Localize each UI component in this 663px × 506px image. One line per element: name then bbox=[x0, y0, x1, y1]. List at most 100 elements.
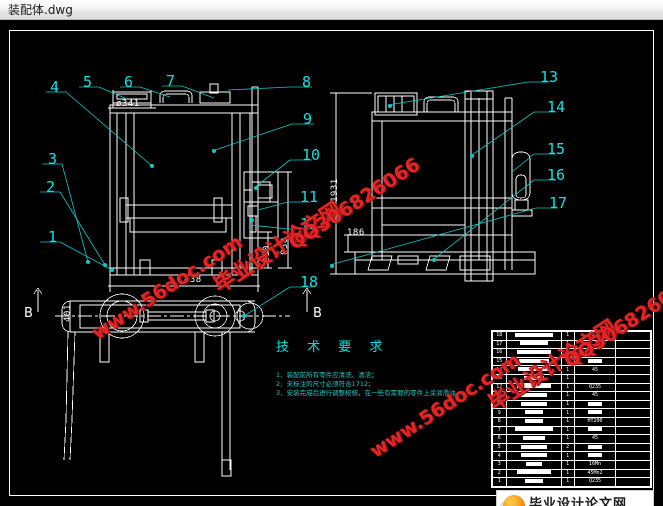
bom-item-remark bbox=[615, 451, 651, 461]
bom-item-material: Q235 bbox=[573, 382, 617, 393]
callout-1: 1 bbox=[48, 228, 58, 246]
bom-item-name bbox=[505, 468, 562, 479]
bom-item-quantity: 1 bbox=[560, 451, 575, 461]
bom-item-material: 45 bbox=[573, 434, 617, 444]
bom-item-number: 8 bbox=[492, 416, 507, 427]
bom-item-quantity: 1 bbox=[560, 416, 575, 427]
callout-11: 11 bbox=[300, 188, 319, 206]
callout-10: 10 bbox=[302, 146, 321, 164]
site-logo: 毕业设计论文网 www.56doc.com bbox=[496, 490, 654, 506]
bom-item-remark bbox=[615, 391, 651, 401]
drawing-linework bbox=[33, 81, 558, 477]
bom-item-quantity: 1 bbox=[560, 434, 575, 444]
bom-item-name bbox=[505, 434, 562, 444]
bom-item-material bbox=[573, 373, 617, 384]
redacted-name-block bbox=[516, 384, 551, 389]
bom-item-remark bbox=[615, 459, 651, 470]
bom-item-material bbox=[573, 425, 617, 436]
bom-item-remark bbox=[615, 356, 651, 367]
bom-item-name bbox=[505, 408, 562, 418]
callout-5: 5 bbox=[83, 73, 93, 91]
redacted-material-block bbox=[588, 410, 603, 415]
bom-item-remark bbox=[615, 425, 651, 436]
dimension-text: ø341 bbox=[116, 99, 140, 109]
bom-item-number: 7 bbox=[492, 425, 507, 436]
technical-requirement-line: 3、安装完成后进行调整校核，在一些有需要的零件上涂润滑油。 bbox=[276, 389, 463, 397]
bom-item-quantity: 2 bbox=[560, 442, 575, 453]
bom-item-material: Q235 bbox=[573, 477, 617, 487]
bom-item-quantity: 1 bbox=[560, 373, 575, 384]
bom-item-quantity: 1 bbox=[560, 459, 575, 470]
callout-2: 2 bbox=[46, 178, 56, 196]
redacted-name-block bbox=[514, 332, 553, 337]
callout-17: 17 bbox=[549, 194, 568, 212]
bom-item-quantity: 1 bbox=[560, 391, 575, 401]
redacted-name-block bbox=[525, 461, 542, 466]
window-title: 装配体.dwg bbox=[8, 3, 73, 17]
section-mark: B bbox=[313, 306, 322, 321]
bom-item-material bbox=[573, 451, 617, 461]
callout-3: 3 bbox=[48, 150, 58, 168]
bom-item-name bbox=[505, 477, 562, 487]
bom-item-name bbox=[505, 442, 562, 453]
window-title-bar: 装配体.dwg bbox=[0, 0, 663, 20]
bom-item-remark bbox=[615, 477, 651, 487]
orange-icon bbox=[503, 495, 525, 506]
bom-item-quantity: 1 bbox=[560, 468, 575, 479]
redacted-name-block bbox=[516, 349, 551, 354]
drawing-sheet-border bbox=[9, 30, 654, 496]
bom-item-remark bbox=[615, 434, 651, 444]
technical-requirement-line: 2、未标注的尺寸必须符合1712； bbox=[276, 380, 375, 388]
bom-item-name bbox=[505, 331, 562, 341]
bom-item-name bbox=[505, 459, 562, 470]
bom-item-material bbox=[573, 408, 617, 418]
redacted-material-block bbox=[588, 401, 603, 406]
bom-item-number: 4 bbox=[492, 451, 507, 461]
dimension-text: 1838 bbox=[178, 275, 202, 285]
redacted-name-block bbox=[518, 358, 549, 363]
redacted-name-block bbox=[522, 435, 545, 440]
bom-item-name bbox=[505, 416, 562, 427]
bom-item-quantity: 1 bbox=[560, 477, 575, 487]
technical-requirements-list: 1、装配前所有零件应清洗、清洁；2、未标注的尺寸必须符合1712；3、安装完成后… bbox=[276, 371, 462, 398]
bom-item-remark bbox=[615, 442, 651, 453]
callout-4: 4 bbox=[50, 78, 60, 96]
bom-item-name bbox=[505, 451, 562, 461]
bom-item-remark bbox=[615, 382, 651, 393]
bom-item-material: 16Mn bbox=[573, 459, 617, 470]
redacted-name-block bbox=[516, 470, 551, 475]
redacted-material-block bbox=[588, 453, 603, 458]
technical-requirement-line: 1、装配前所有零件应清洗、清洁； bbox=[276, 371, 378, 379]
dimension-text: 401 bbox=[63, 304, 73, 322]
redacted-material-block bbox=[588, 444, 603, 449]
logo-chinese-text: 毕业设计论文网 bbox=[529, 497, 628, 506]
callout-13: 13 bbox=[540, 68, 559, 86]
redacted-material-block bbox=[588, 358, 603, 363]
bom-item-material: 45 bbox=[573, 365, 617, 375]
redacted-name-block bbox=[523, 375, 544, 380]
bom-item-material bbox=[573, 442, 617, 453]
bom-item-number: 3 bbox=[492, 459, 507, 470]
bom-item-material bbox=[573, 399, 617, 410]
redacted-name-block bbox=[520, 401, 547, 406]
callout-8: 8 bbox=[302, 73, 312, 91]
bom-item-remark bbox=[615, 399, 651, 410]
bom-item-name bbox=[505, 425, 562, 436]
redacted-material-block bbox=[588, 427, 603, 432]
redacted-name-block bbox=[519, 341, 548, 346]
